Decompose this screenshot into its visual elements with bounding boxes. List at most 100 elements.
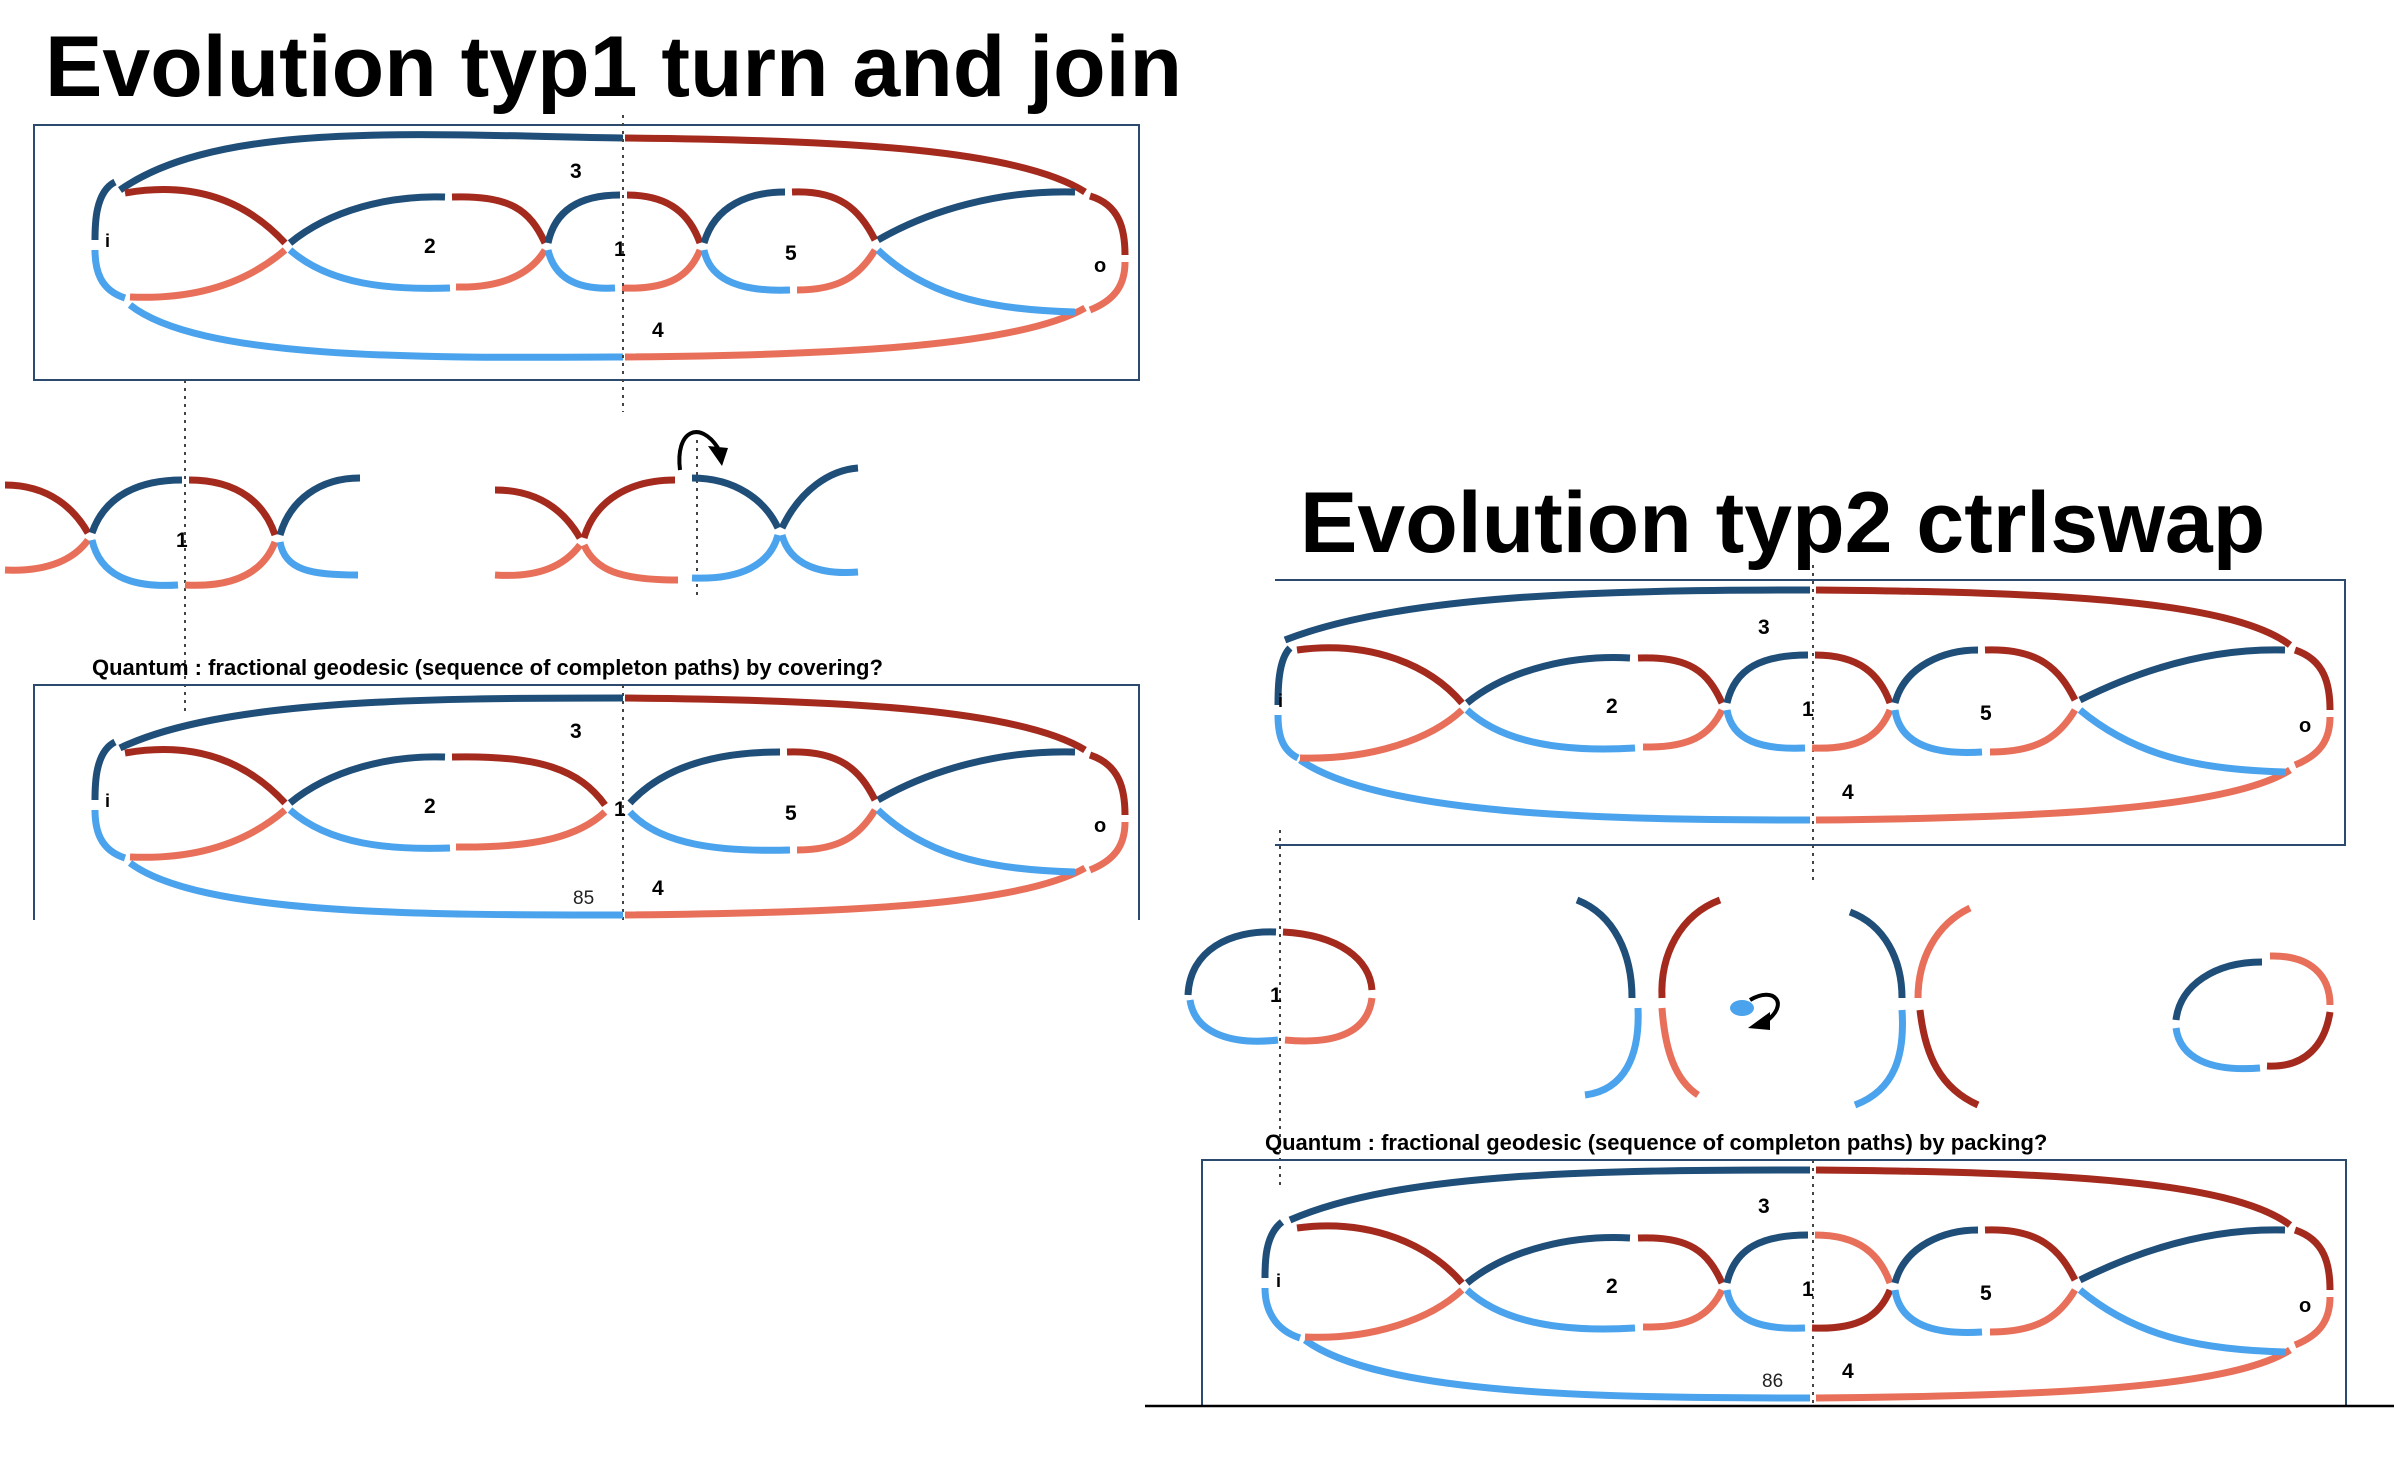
page-number-right: 86: [1762, 1371, 1783, 1392]
label-i: i: [1276, 1271, 1281, 1291]
label-3: 3: [570, 160, 582, 183]
label-1: 1: [1802, 1278, 1814, 1301]
transition-b: 1: [1184, 896, 2334, 1109]
label-o: o: [2299, 1295, 2311, 1317]
piece: [1296, 1222, 1465, 1286]
cap-o-bottom: [1088, 261, 1129, 314]
piece: [1658, 896, 1722, 999]
cap-o-top: [1088, 192, 1129, 256]
label-i: i: [1278, 691, 1283, 711]
piece: [1282, 928, 1376, 991]
piece: [691, 533, 782, 582]
piece: [494, 486, 584, 540]
outer-top-left: [1283, 586, 1811, 644]
piece: [1984, 1226, 2079, 1282]
piece: [276, 474, 361, 537]
piece: [580, 543, 679, 584]
label-4: 4: [652, 319, 664, 342]
label-4: 4: [652, 877, 664, 900]
piece: [124, 746, 288, 806]
piece: [455, 809, 608, 851]
piece: [2078, 1226, 2286, 1284]
piece: [1811, 708, 1894, 752]
piece: [1184, 928, 1277, 996]
label-o: o: [1094, 815, 1106, 837]
piece: [4, 481, 92, 535]
piece: [88, 476, 183, 535]
piece: [2266, 1011, 2334, 1070]
cap-o-bottom: [1088, 821, 1129, 874]
piece: [1723, 651, 1809, 704]
label-5: 5: [1980, 1282, 1992, 1305]
transition-a-left: 1: [4, 474, 361, 589]
lobe-a2-top-blue: [287, 193, 446, 246]
piece: [778, 533, 859, 576]
lobe-a4-bottom-blue: [700, 249, 791, 294]
piece: [1916, 1009, 1980, 1109]
swap-arrow-icon: [1748, 992, 1780, 1024]
piece: [796, 808, 879, 854]
piece: [627, 809, 791, 854]
loop-diagram-b: i o 2 3 1 5 4 85: [33, 684, 1140, 920]
lobe-a2-bottom-red: [455, 248, 549, 291]
piece: [88, 539, 179, 589]
label-o: o: [1094, 255, 1106, 277]
label-5: 5: [1980, 702, 1992, 725]
label-o: o: [2299, 715, 2311, 737]
outer-top-right: [1815, 586, 2293, 648]
piece: [1891, 1226, 1979, 1285]
label-4: 4: [1842, 1360, 1854, 1383]
label-1: 1: [176, 529, 188, 552]
piece: [2269, 952, 2334, 1006]
lobe-a1-top: [124, 186, 288, 246]
arrow-head-icon: [1748, 1012, 1770, 1030]
outer-top-right: [624, 134, 1087, 195]
piece: [1464, 1287, 1636, 1333]
frame-a: [33, 124, 1140, 381]
outer-bottom-right: [1815, 767, 2292, 824]
piece: [287, 753, 446, 806]
outer-top-right: [624, 694, 1087, 753]
outer-bottom-left: [1302, 1337, 1811, 1402]
piece: [1299, 707, 1465, 762]
label-5: 5: [785, 802, 797, 825]
outer-bottom-right: [624, 864, 1087, 919]
lobe-a3-bottom-blue: [544, 249, 616, 292]
piece: [1642, 1288, 1726, 1331]
label-1: 1: [1802, 698, 1814, 721]
frame-d: [1201, 1159, 2347, 1405]
cap-i-top: [91, 178, 117, 241]
piece: [1723, 1289, 1806, 1332]
swap-dot-icon: [1730, 1000, 1754, 1016]
caption-covering: Quantum : fractional geodesic (sequence …: [92, 655, 883, 680]
piece: [1304, 1287, 1465, 1341]
outer-top-left: [118, 694, 624, 752]
cap-o-bottom: [2293, 716, 2334, 769]
piece: [1891, 709, 1983, 756]
piece: [1814, 1231, 1894, 1285]
piece: [1814, 651, 1894, 705]
piece: [1642, 708, 1726, 751]
piece: [1637, 654, 1726, 705]
label-2: 2: [1606, 1275, 1618, 1298]
title-typ2: Evolution typ2 ctrlswap: [1300, 475, 2265, 571]
lobe-a2-top-red: [451, 193, 549, 245]
cap-o-top: [2293, 646, 2334, 711]
label-1: 1: [614, 238, 626, 261]
turn-arrow-icon: [677, 430, 720, 471]
label-2: 2: [1606, 695, 1618, 718]
piece: [691, 474, 782, 530]
piece: [1723, 709, 1806, 752]
piece: [2078, 646, 2286, 704]
label-3: 3: [1758, 1195, 1770, 1218]
lobe-a5-top: [876, 188, 1076, 244]
outer-bottom-left: [127, 860, 624, 919]
transition-a-right: [494, 430, 859, 584]
outer-bottom-left: [127, 302, 624, 361]
piece: [580, 476, 676, 540]
cap-o-top: [2293, 1226, 2334, 1291]
piece: [184, 540, 279, 589]
label-4: 4: [1842, 781, 1854, 804]
piece: [1186, 999, 1279, 1045]
